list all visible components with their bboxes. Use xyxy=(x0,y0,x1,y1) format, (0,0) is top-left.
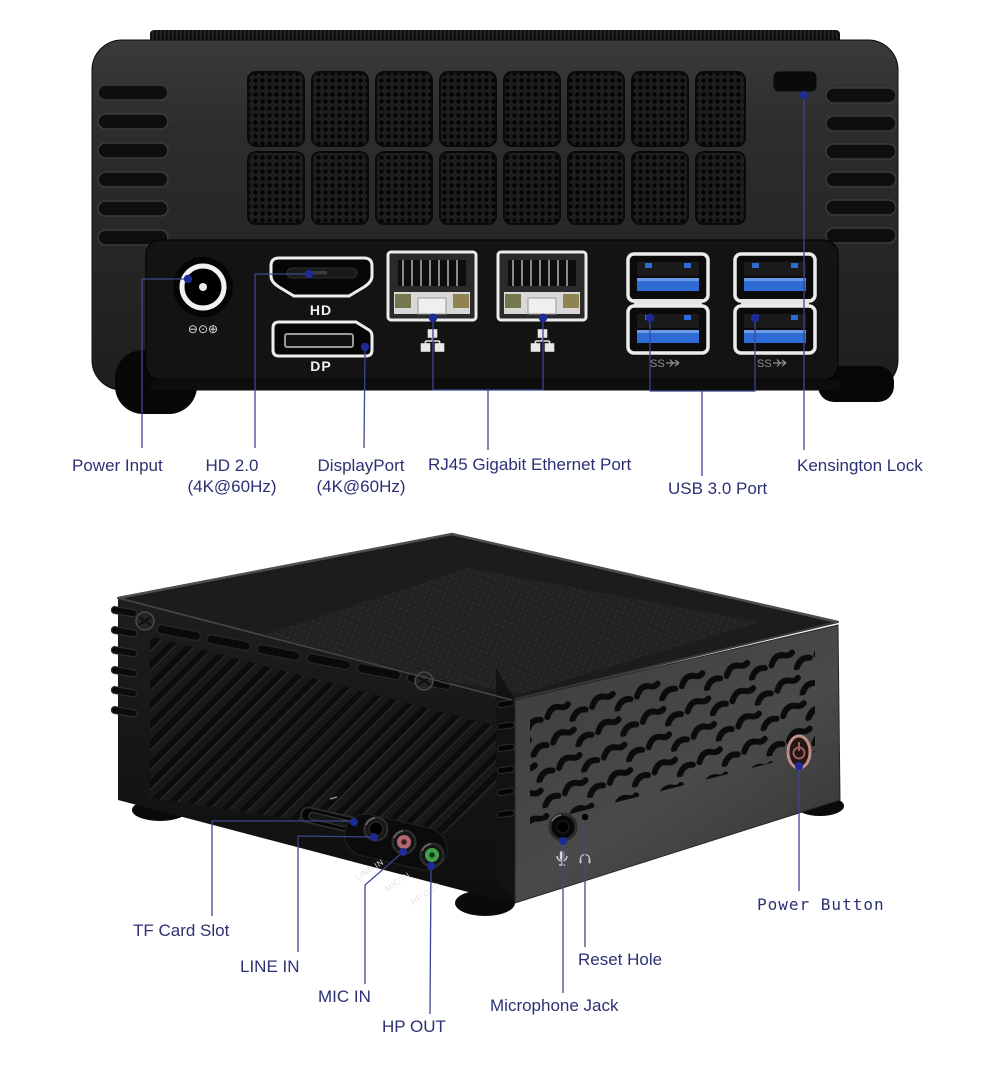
leader-displayport xyxy=(363,346,366,449)
leader-hdmi xyxy=(254,273,309,448)
front-top-slots xyxy=(156,624,451,690)
mic-in-mark: MIC IN xyxy=(383,871,411,894)
right-face-vents xyxy=(530,640,815,824)
left-corner-ribs xyxy=(110,606,138,718)
label-power-button: Power Button xyxy=(757,895,885,914)
hdmi-mark: HD xyxy=(310,302,332,318)
label-power-input: Power Input xyxy=(72,456,163,475)
left-side-ribs xyxy=(97,84,169,246)
base-lip xyxy=(150,380,840,390)
kensington-lock-slot[interactable] xyxy=(772,70,818,93)
leader-power-input xyxy=(141,278,188,448)
front-device: LINE IN MIC IN HP OUT xyxy=(110,532,844,916)
hp-out-mark: HP OUT xyxy=(409,881,442,907)
hp-out-jack[interactable] xyxy=(419,842,445,868)
callout-dots xyxy=(183,90,809,870)
front-edge-highlight xyxy=(117,597,513,701)
label-displayport: DisplayPort xyxy=(317,456,405,475)
line-in-jack[interactable] xyxy=(363,816,389,842)
top-edge-highlight xyxy=(117,532,839,624)
front-face-hatch xyxy=(150,636,500,840)
label-kensington: Kensington Lock xyxy=(797,456,923,475)
usb-ports[interactable] xyxy=(626,252,817,355)
displayport-mark: DP xyxy=(310,358,331,374)
callout-lines xyxy=(141,95,805,1015)
back-device: ⊖⊙⊕ HD DP xyxy=(91,30,899,414)
label-displayport-sub: (4K@60Hz) xyxy=(316,477,406,496)
dc-polarity-mark: ⊖⊙⊕ xyxy=(188,322,218,336)
label-mic-jack: Microphone Jack xyxy=(490,996,619,1015)
leader-tf-card xyxy=(211,820,355,916)
top-mesh xyxy=(242,568,760,694)
label-hp-out: HP OUT xyxy=(382,1017,446,1036)
foot-right xyxy=(818,366,894,402)
usb-ss-mark: SS xyxy=(650,358,665,370)
ethernet-port-2[interactable] xyxy=(496,250,588,322)
label-mic-in: MIC IN xyxy=(318,987,371,1006)
label-line-in: LINE IN xyxy=(240,957,300,976)
label-rj45: RJ45 Gigabit Ethernet Port xyxy=(428,455,632,474)
label-hdmi: HD 2.0 xyxy=(205,456,259,475)
screw xyxy=(135,611,155,631)
microphone-jack[interactable] xyxy=(548,812,578,842)
power-input-jack[interactable] xyxy=(173,257,233,317)
corner-ridge-ribs xyxy=(496,699,515,819)
reset-hole[interactable] xyxy=(581,813,589,821)
screw xyxy=(414,671,434,691)
displayport-port[interactable] xyxy=(271,320,374,358)
right-side-ribs xyxy=(825,87,897,244)
usb-trident-icon xyxy=(666,359,680,367)
label-tf-card: TF Card Slot xyxy=(133,921,230,940)
ethernet-port-1[interactable] xyxy=(386,250,478,322)
leader-mic-in xyxy=(364,851,404,984)
usb-trident-icon xyxy=(773,359,787,367)
hdmi-port[interactable] xyxy=(269,256,374,298)
tf-card-slot[interactable] xyxy=(300,796,360,834)
vent-grid xyxy=(247,71,746,225)
leader-hp-out xyxy=(429,865,432,1015)
label-hdmi-sub: (4K@60Hz) xyxy=(187,477,277,496)
tf-slot-mark xyxy=(329,796,338,800)
label-usb: USB 3.0 Port xyxy=(668,479,768,498)
leader-line-in xyxy=(297,835,375,952)
usb-ss-mark: SS xyxy=(757,358,772,370)
label-reset-hole: Reset Hole xyxy=(578,950,663,969)
